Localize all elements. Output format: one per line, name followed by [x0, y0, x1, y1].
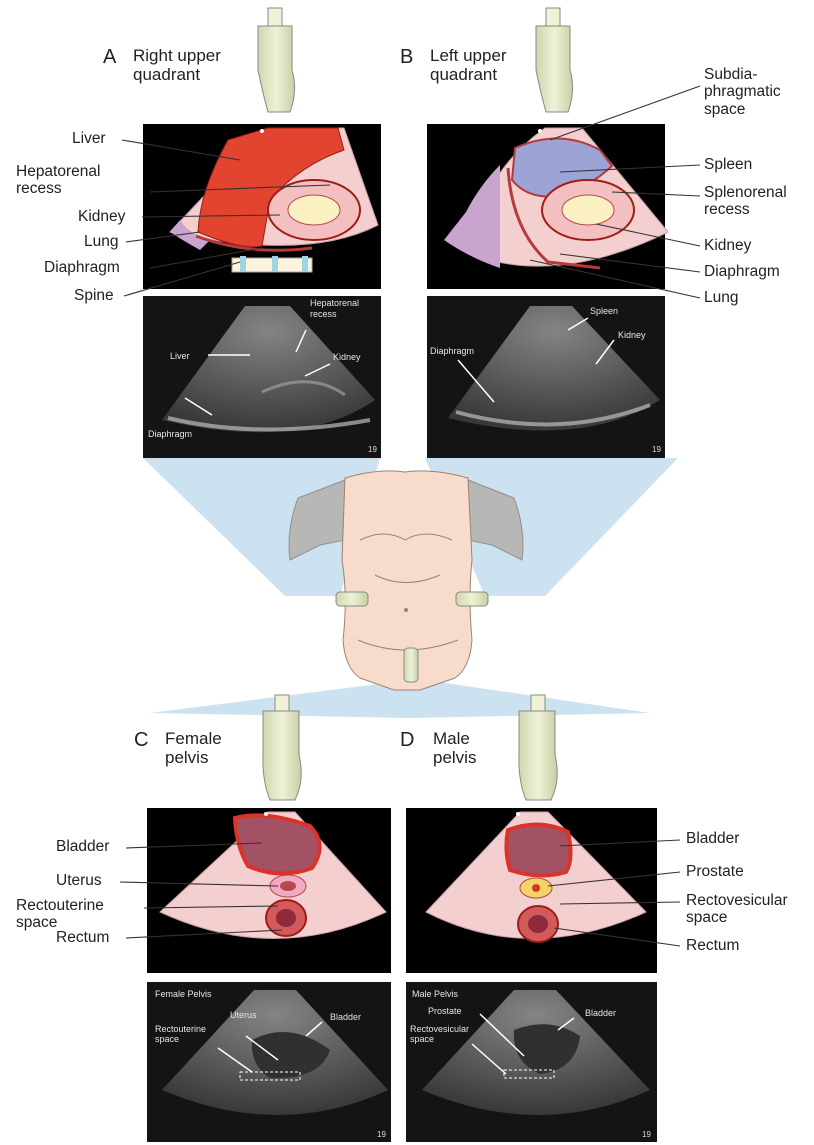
label-rectouterine-space: Rectouterine space: [16, 897, 104, 932]
us-a-hepatorenal-2: recess: [310, 309, 337, 319]
panel-c-letter: C: [134, 729, 148, 751]
us-b-kidney: Kidney: [618, 330, 646, 340]
probe-a: [258, 8, 295, 112]
us-c-scale-mark: 19: [377, 1130, 386, 1139]
label-spleen: Spleen: [704, 156, 752, 173]
us-a-liver: Liver: [170, 351, 190, 361]
us-c-title: Female Pelvis: [155, 989, 212, 999]
us-d-bladder: Bladder: [585, 1008, 616, 1018]
us-d-rectovesicular-1: Rectovesicular: [410, 1024, 469, 1034]
label-diaphragm-b: Diaphragm: [704, 263, 780, 280]
label-lung-a: Lung: [84, 233, 118, 250]
probe-b: [536, 8, 573, 112]
us-d-prostate: Prostate: [428, 1006, 462, 1016]
label-spine: Spine: [74, 287, 114, 304]
label-prostate: Prostate: [686, 863, 744, 880]
label-rectovesicular-space: Rectovesicular space: [686, 892, 788, 927]
panel-b-title: Left upper quadrant: [430, 46, 507, 84]
label-liver: Liver: [72, 130, 106, 147]
panel-d-letter: D: [400, 729, 414, 751]
label-hepatorenal-recess: Hepatorenal recess: [16, 163, 100, 198]
panel-a-letter: A: [103, 46, 116, 68]
panel-d-title: Male pelvis: [433, 729, 476, 767]
label-diaphragm-a: Diaphragm: [44, 259, 120, 276]
us-c-rectouterine-1: Rectouterine: [155, 1024, 206, 1034]
label-kidney-a: Kidney: [78, 208, 125, 225]
label-bladder-d: Bladder: [686, 830, 739, 847]
label-uterus: Uterus: [56, 872, 102, 889]
us-c-uterus: Uterus: [230, 1010, 257, 1020]
panel-b-letter: B: [400, 46, 413, 68]
label-kidney-b: Kidney: [704, 237, 751, 254]
us-b-scale-mark: 19: [652, 445, 661, 454]
label-rectum-c: Rectum: [56, 929, 109, 946]
probe-c: [263, 695, 301, 800]
us-a-hepatorenal-1: Hepatorenal: [310, 298, 359, 308]
label-subdiaphragmatic-space: Subdia- phragmatic space: [704, 66, 781, 118]
label-rectum-d: Rectum: [686, 937, 739, 954]
label-splenorenal-recess: Splenorenal recess: [704, 184, 787, 219]
probe-d: [519, 695, 557, 800]
us-a-scale-mark: 19: [368, 445, 377, 454]
us-d-scale-mark: 19: [642, 1130, 651, 1139]
us-a-kidney: Kidney: [333, 352, 361, 362]
us-b-diaphragm: Diaphragm: [430, 346, 474, 356]
panel-a-title: Right upper quadrant: [133, 46, 221, 84]
us-c-rectouterine-2: space: [155, 1034, 179, 1044]
us-b-spleen: Spleen: [590, 306, 618, 316]
panel-c-title: Female pelvis: [165, 729, 222, 767]
us-d-title: Male Pelvis: [412, 989, 459, 999]
us-c-bladder: Bladder: [330, 1012, 361, 1022]
label-lung-b: Lung: [704, 289, 738, 306]
label-bladder-c: Bladder: [56, 838, 109, 855]
us-a-diaphragm: Diaphragm: [148, 429, 192, 439]
us-d-rectovesicular-2: space: [410, 1034, 434, 1044]
